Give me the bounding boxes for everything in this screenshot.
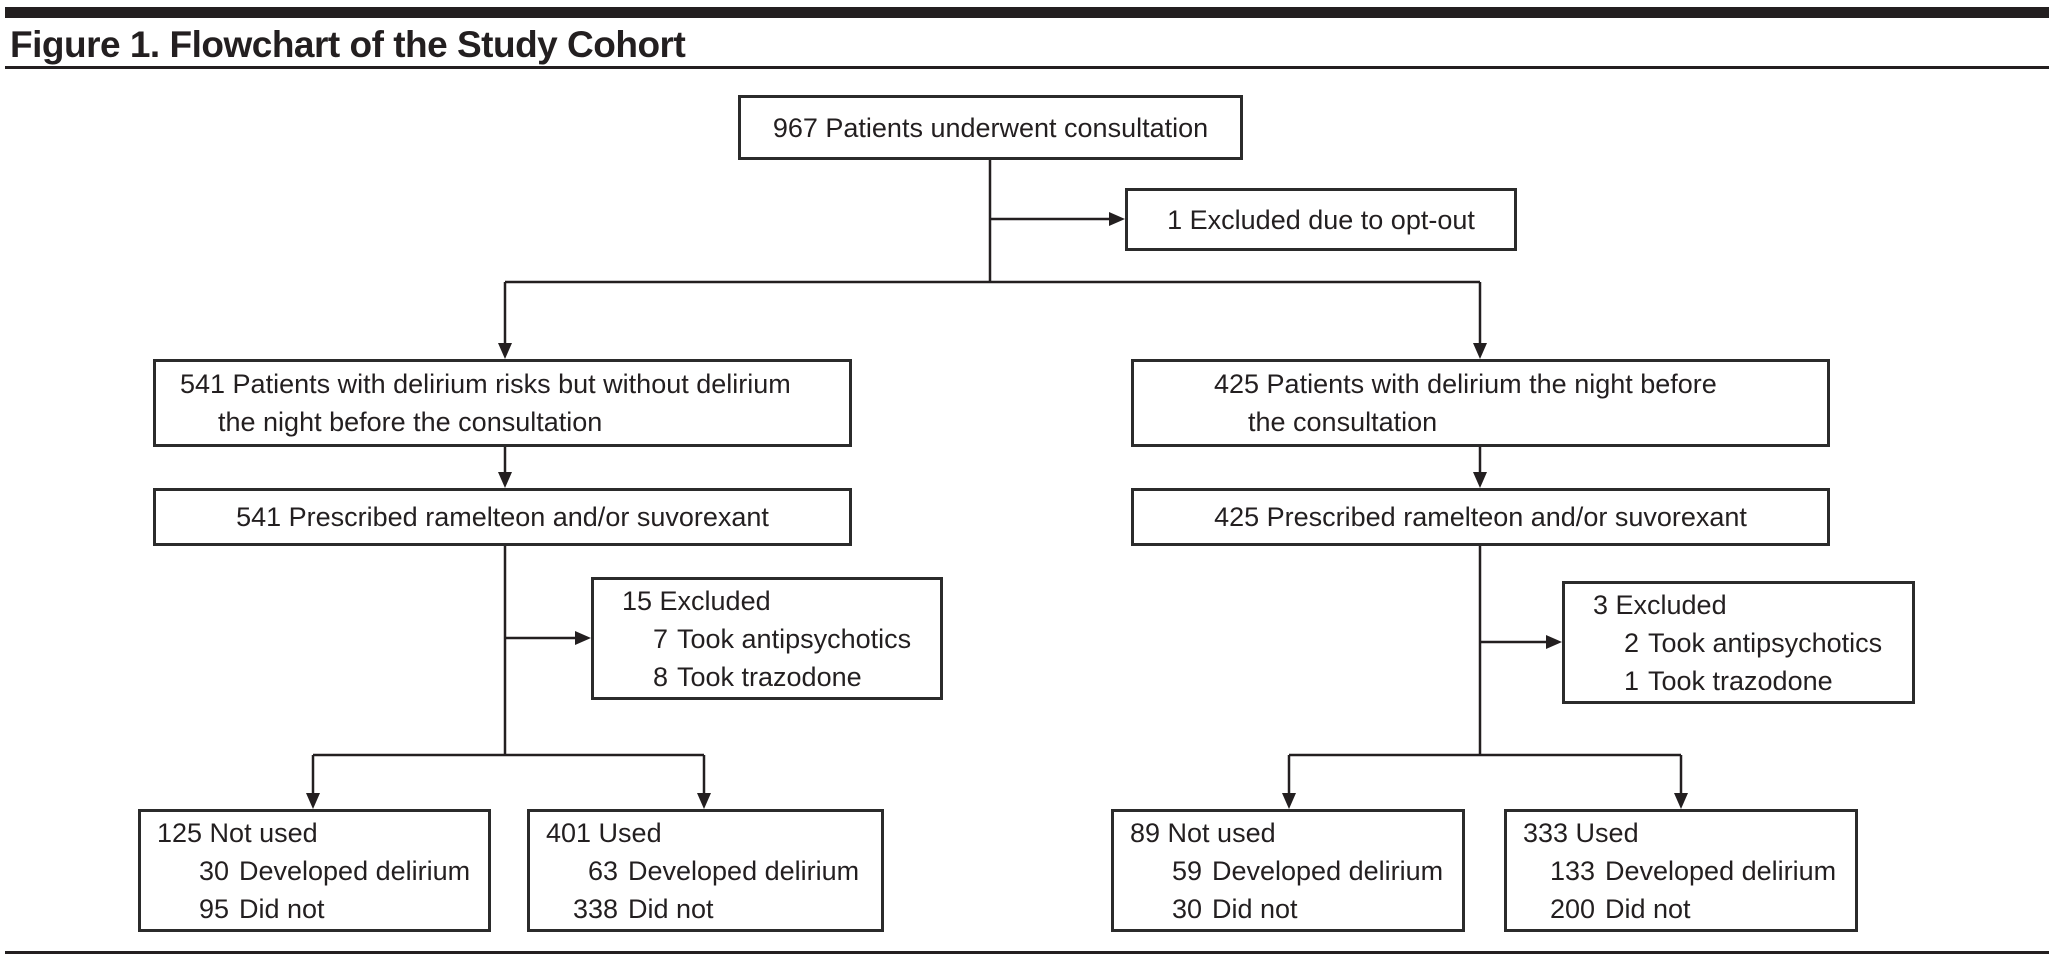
node-delirium-cohort-line2: the consultation — [1248, 407, 1438, 437]
outcome-item-count: 30 — [1171, 893, 1202, 924]
excluded-item-count: 1 — [1623, 665, 1639, 696]
node-opt-out-label: 1 Excluded due to opt-out — [1167, 204, 1475, 235]
node-no-delirium-not-used: 125 Not used 30 Developed delirium 95 Did … — [138, 809, 491, 932]
node-delirium-excluded: 3 Excluded 2 Took antipsychotics 1 Took tr… — [1562, 581, 1915, 704]
outcome-title: 333 Used — [1523, 817, 1639, 848]
node-no-delirium-prescribed-label: 541 Prescribed ramelteon and/or suvorexa… — [236, 502, 769, 532]
excluded-title: 15 Excluded — [622, 585, 771, 616]
node-no-delirium-prescribed: 541 Prescribed ramelteon and/or suvorexa… — [153, 488, 852, 546]
outcome-item-label: Did not — [239, 893, 325, 924]
excluded-item-label: Took antipsychotics — [677, 623, 912, 654]
excluded-item-count: 7 — [652, 623, 668, 654]
excluded-item: 1 Took trazodone — [1593, 662, 1912, 700]
outcome-item-label: Developed delirium — [1605, 855, 1837, 886]
node-no-delirium-cohort-line1: 541 Patients with delirium risks but wit… — [180, 369, 791, 399]
outcome-item-count: 133 — [1549, 855, 1595, 886]
node-delirium-used: 333 Used 133 Developed delirium 200 Did no… — [1504, 809, 1858, 932]
node-consultation: 967 Patients underwent consultation — [738, 95, 1243, 160]
outcome-item: 30 Did not — [1130, 890, 1462, 928]
outcome-title: 401 Used — [546, 817, 662, 848]
node-delirium-cohort-line1: 425 Patients with delirium the night bef… — [1214, 369, 1717, 399]
outcome-item-count: 63 — [587, 855, 618, 886]
outcome-item-count: 200 — [1549, 893, 1595, 924]
excluded-item-count: 2 — [1623, 627, 1639, 658]
node-no-delirium-cohort-line2: the night before the consultation — [218, 407, 603, 437]
outcome-item: 59 Developed delirium — [1130, 852, 1462, 890]
outcome-item: 133 Developed delirium — [1523, 852, 1855, 890]
outcome-item: 30 Developed delirium — [157, 852, 488, 890]
top-rule — [5, 7, 2049, 18]
node-delirium-cohort: 425 Patients with delirium the night bef… — [1131, 359, 1830, 447]
bottom-rule — [5, 951, 2049, 954]
node-opt-out-excluded: 1 Excluded due to opt-out — [1125, 188, 1517, 251]
figure-title: Figure 1. Flowchart of the Study Cohort — [10, 24, 686, 65]
outcome-item-label: Did not — [628, 893, 714, 924]
outcome-title: 89 Not used — [1130, 817, 1276, 848]
node-delirium-prescribed: 425 Prescribed ramelteon and/or suvorexa… — [1131, 488, 1830, 546]
node-no-delirium-used: 401 Used 63 Developed delirium 338 Did not — [527, 809, 884, 932]
outcome-item-label: Did not — [1605, 893, 1691, 924]
outcome-item-count: 59 — [1171, 855, 1202, 886]
outcome-item-label: Developed delirium — [628, 855, 860, 886]
outcome-item: 338 Did not — [546, 890, 881, 928]
excluded-item: 7 Took antipsychotics — [622, 620, 940, 658]
outcome-title: 125 Not used — [157, 817, 318, 848]
node-delirium-prescribed-label: 425 Prescribed ramelteon and/or suvorexa… — [1214, 502, 1747, 532]
excluded-item: 2 Took antipsychotics — [1593, 624, 1912, 662]
outcome-item-count: 338 — [572, 893, 618, 924]
outcome-item-label: Developed delirium — [239, 855, 471, 886]
outcome-item: 63 Developed delirium — [546, 852, 881, 890]
excluded-item-label: Took trazodone — [1648, 665, 1833, 696]
outcome-item: 95 Did not — [157, 890, 488, 928]
excluded-item-label: Took trazodone — [677, 661, 862, 692]
title-rule — [5, 66, 2049, 69]
node-delirium-not-used: 89 Not used 59 Developed delirium 30 Did n… — [1111, 809, 1465, 932]
node-no-delirium-cohort: 541 Patients with delirium risks but wit… — [153, 359, 852, 447]
excluded-item-count: 8 — [652, 661, 668, 692]
excluded-title: 3 Excluded — [1593, 589, 1727, 620]
outcome-item-count: 95 — [198, 893, 229, 924]
node-consultation-label: 967 Patients underwent consultation — [772, 112, 1209, 143]
outcome-item-label: Developed delirium — [1212, 855, 1444, 886]
outcome-item-label: Did not — [1212, 893, 1298, 924]
outcome-item-count: 30 — [198, 855, 229, 886]
node-no-delirium-excluded: 15 Excluded 7 Took antipsychotics 8 Took t… — [591, 577, 943, 700]
excluded-item-label: Took antipsychotics — [1648, 627, 1883, 658]
excluded-item: 8 Took trazodone — [622, 658, 940, 696]
outcome-item: 200 Did not — [1523, 890, 1855, 928]
